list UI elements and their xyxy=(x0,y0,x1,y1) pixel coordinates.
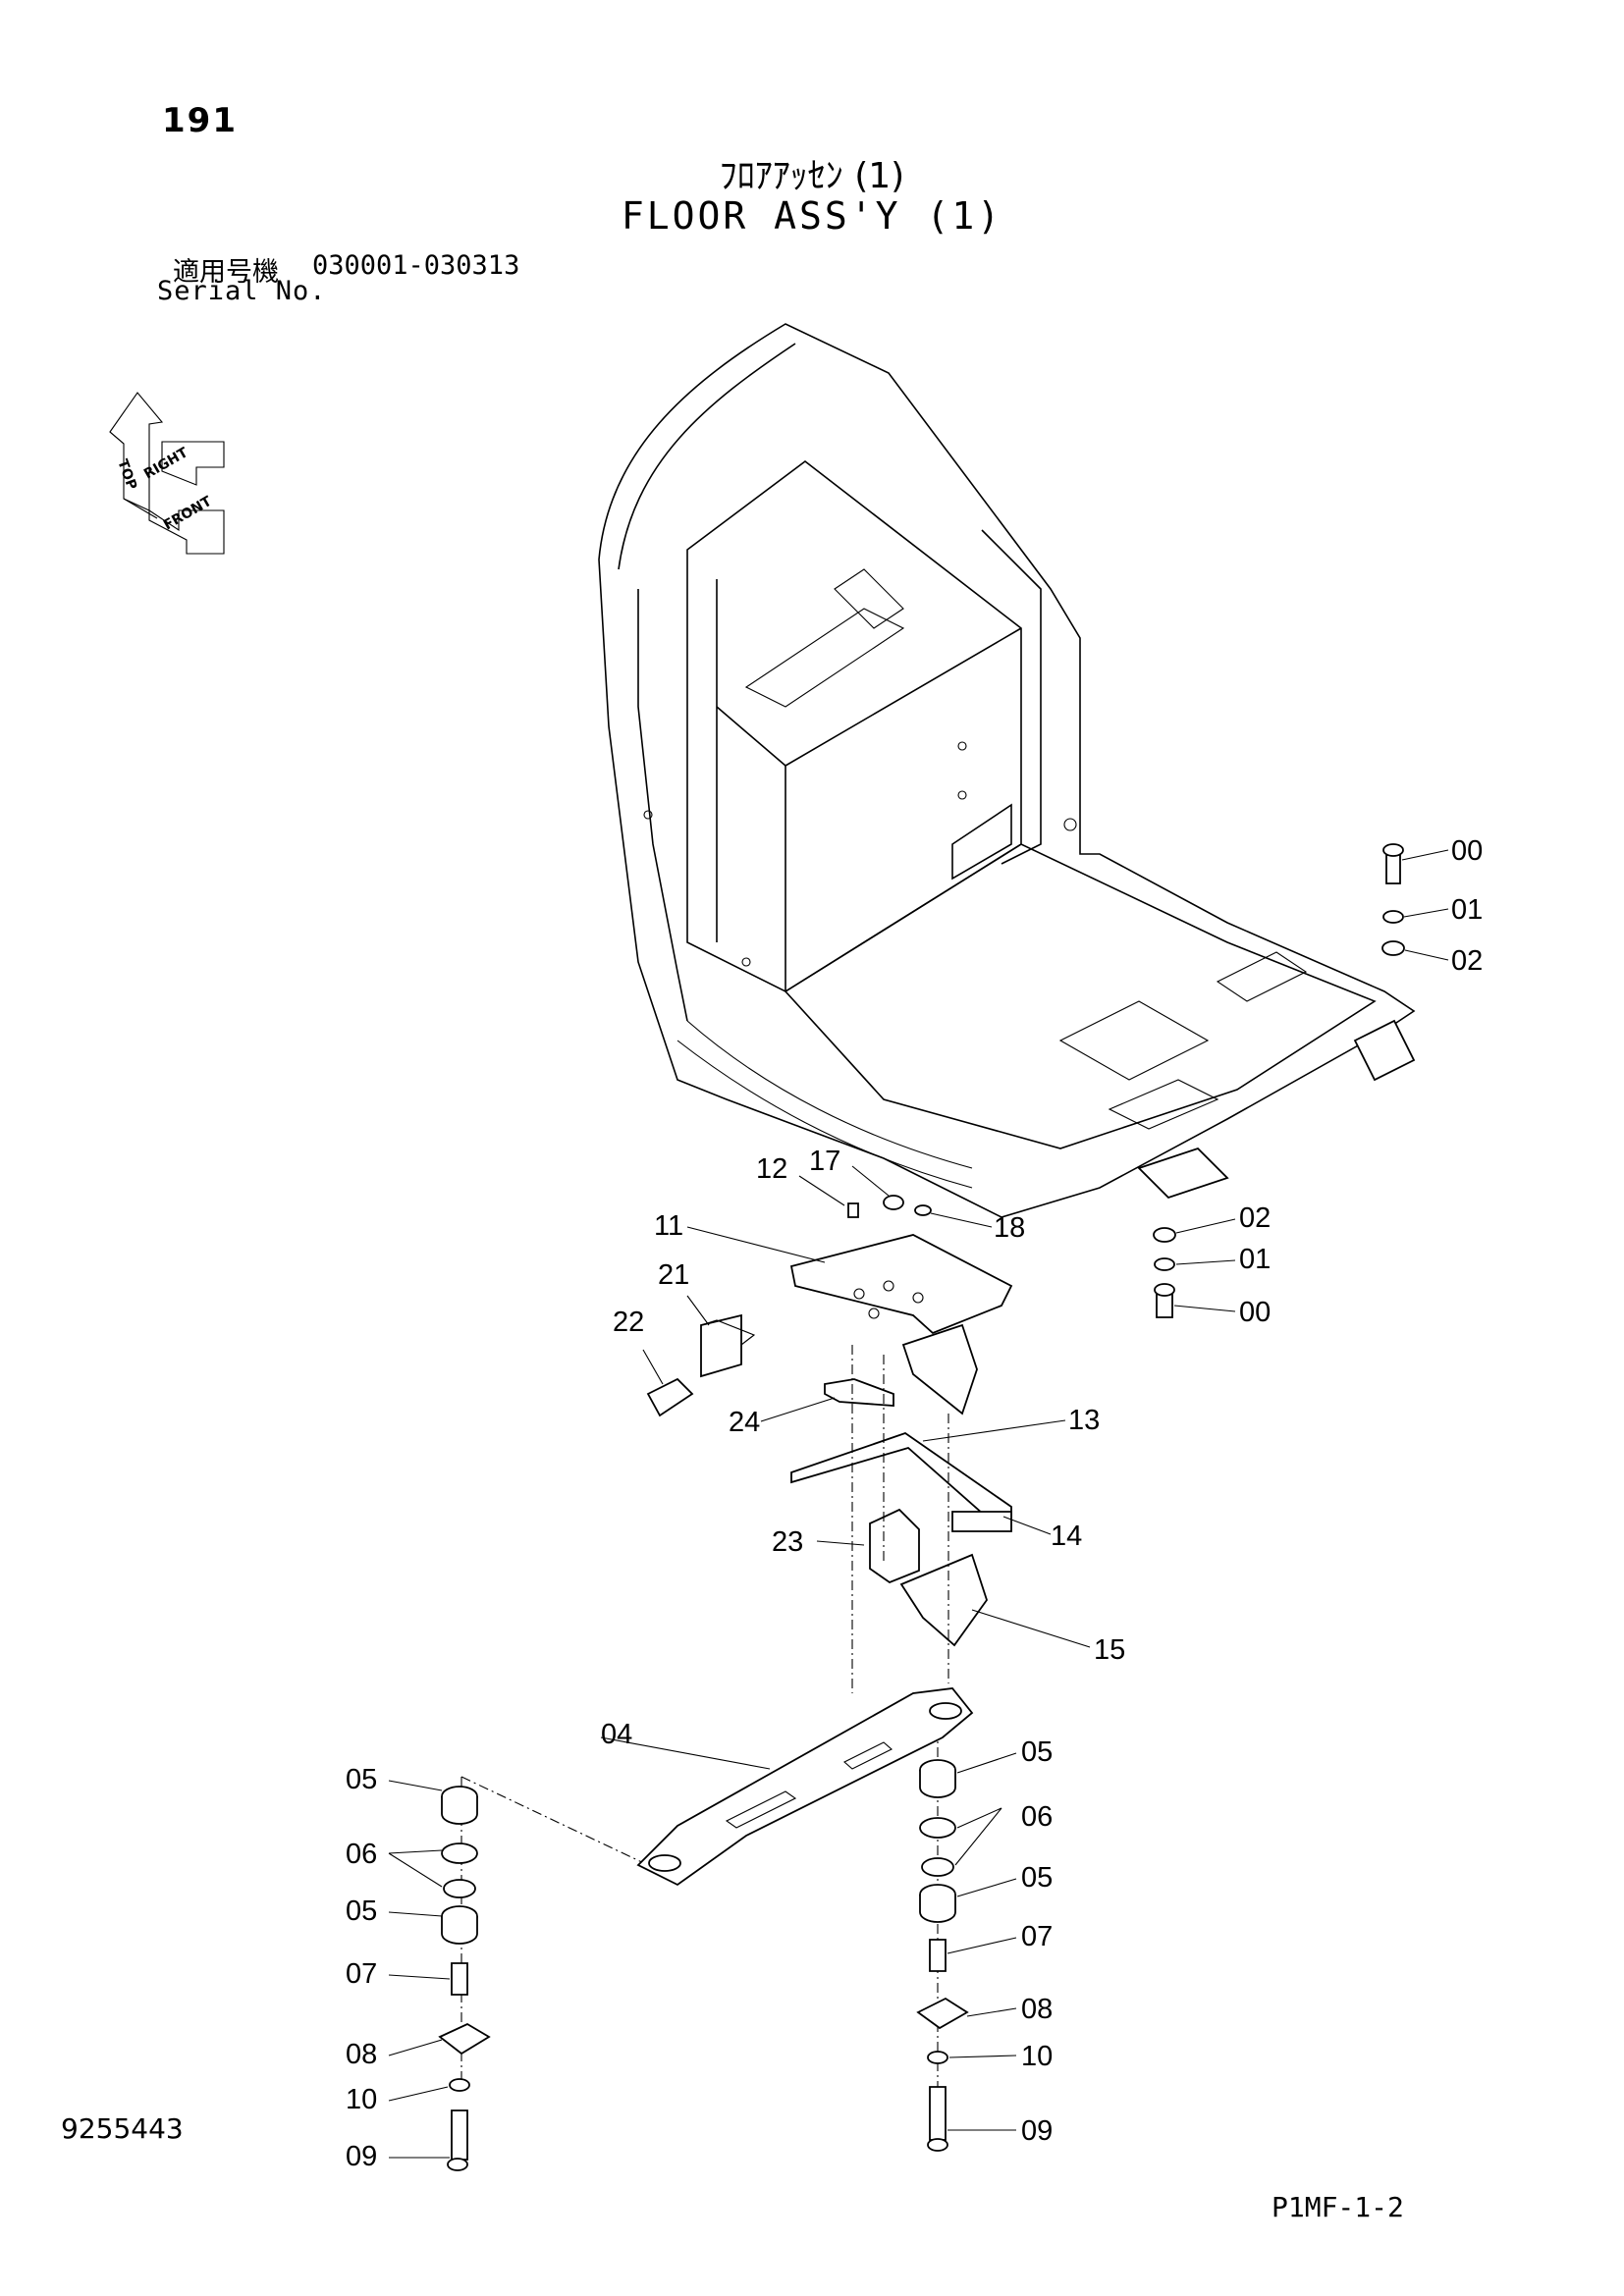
serial-label-english: Serial No. xyxy=(157,276,327,306)
callout-05-right-top: 05 xyxy=(1021,1736,1053,1768)
callout-13: 13 xyxy=(1068,1405,1100,1436)
callout-14: 14 xyxy=(1051,1521,1082,1552)
bolt-set-upper xyxy=(1381,843,1449,961)
seat-bracket xyxy=(686,1165,1013,1415)
orientation-label-front: FRONT xyxy=(161,494,215,534)
callout-22: 22 xyxy=(613,1307,644,1338)
callout-01-upper: 01 xyxy=(1451,894,1483,926)
callout-02-middle: 02 xyxy=(1239,1202,1271,1234)
bolt-set-middle xyxy=(1153,1218,1236,1318)
callout-18: 18 xyxy=(994,1212,1025,1244)
block-wedge xyxy=(816,1508,1091,1648)
callout-labels: 00 01 02 12 17 18 11 02 01 00 21 22 24 1… xyxy=(346,835,1483,2172)
plate-code: P1MF-1-2 xyxy=(1272,2191,1404,2223)
callout-05-right-bottom: 05 xyxy=(1021,1862,1053,1894)
callout-07-right: 07 xyxy=(1021,1921,1053,1952)
callout-05-left-top: 05 xyxy=(346,1764,377,1795)
document-code: 9255443 xyxy=(61,2112,184,2145)
floor-frame xyxy=(598,323,1416,1218)
callout-08-left: 08 xyxy=(346,2039,377,2070)
callout-04: 04 xyxy=(601,1719,632,1750)
pad-parts xyxy=(642,1295,894,1422)
callout-02-upper: 02 xyxy=(1451,945,1483,977)
orientation-cube-icon: TOP RIGHT FRONT xyxy=(109,392,225,555)
callout-23: 23 xyxy=(772,1526,803,1558)
callout-10-right: 10 xyxy=(1021,2041,1053,2072)
callout-11: 11 xyxy=(654,1210,683,1242)
callout-05-left-bottom: 05 xyxy=(346,1896,377,1927)
callout-01-middle: 01 xyxy=(1239,1244,1271,1275)
callout-10-left: 10 xyxy=(346,2084,377,2115)
callout-17: 17 xyxy=(809,1146,840,1177)
seat-rail xyxy=(600,1687,974,1887)
serial-range: 030001-030313 xyxy=(312,250,520,281)
callout-08-right: 08 xyxy=(1021,1994,1053,2025)
trim-strips xyxy=(790,1419,1066,1535)
callout-06-right: 06 xyxy=(1021,1801,1053,1833)
callout-21: 21 xyxy=(658,1259,689,1291)
serial-label-japanese: 適用号機 xyxy=(173,257,279,288)
page-number: 191 xyxy=(162,101,238,140)
callout-07-left: 07 xyxy=(346,1958,377,1990)
orientation-label-top: TOP xyxy=(114,457,139,492)
callout-09-right: 09 xyxy=(1021,2115,1053,2147)
callout-00-upper: 00 xyxy=(1451,835,1483,867)
callout-06-left: 06 xyxy=(346,1839,377,1870)
callout-00-middle: 00 xyxy=(1239,1297,1271,1328)
page-title-english: FLOOR ASS'Y (1) xyxy=(621,194,1003,238)
callout-24: 24 xyxy=(729,1407,760,1438)
mount-stack-left xyxy=(388,1780,491,2171)
callout-15: 15 xyxy=(1094,1634,1125,1666)
callout-09-left: 09 xyxy=(346,2141,377,2172)
callout-12: 12 xyxy=(756,1153,787,1185)
mount-stack-right xyxy=(916,1752,1017,2152)
page-title-japanese: ﾌﾛｱｱｯｾﾝ (1) xyxy=(719,156,905,196)
